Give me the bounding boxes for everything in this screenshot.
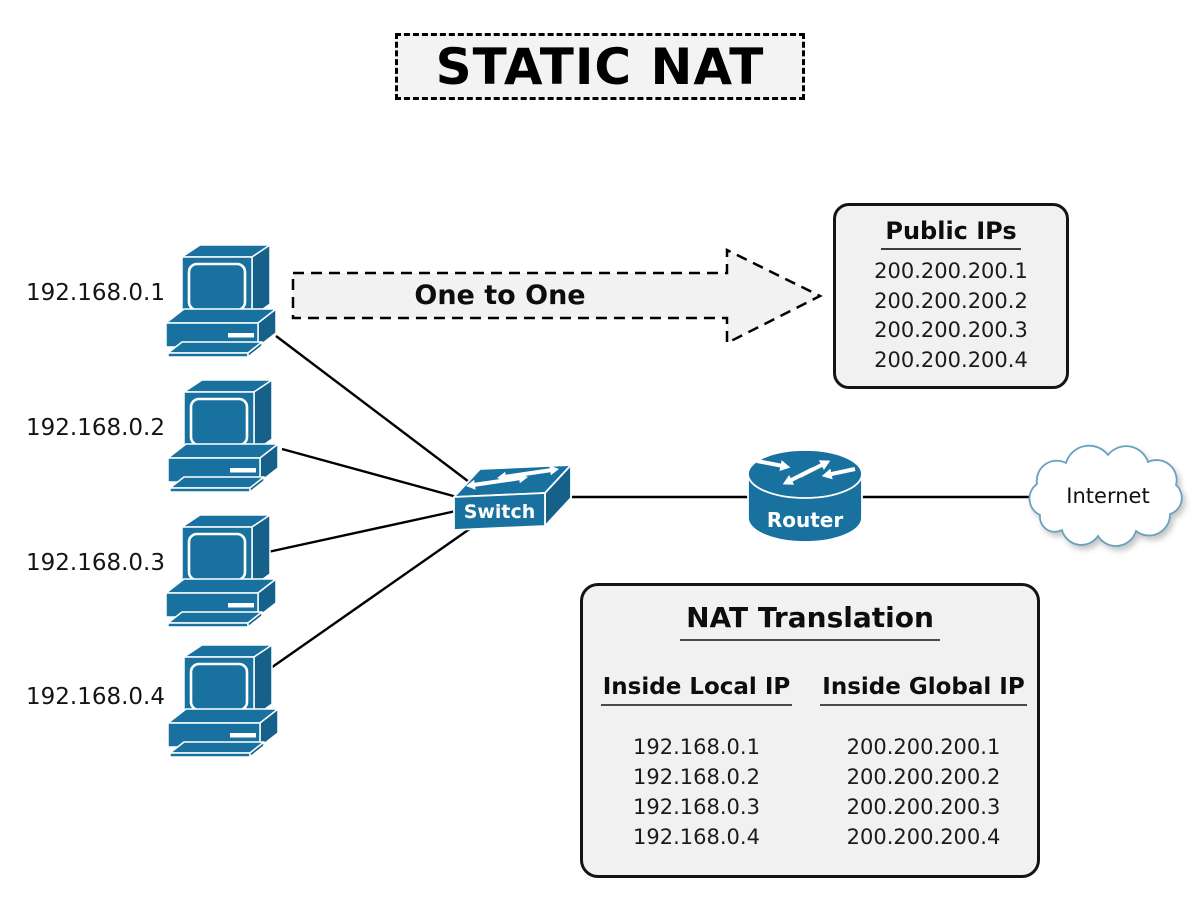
router-arrows-icon bbox=[756, 459, 856, 485]
switch-icon bbox=[453, 464, 572, 531]
connection-line bbox=[275, 335, 482, 492]
table-row: 192.168.0.3 200.200.200.3 bbox=[583, 792, 1037, 822]
table-row: 192.168.0.1 200.200.200.1 bbox=[583, 732, 1037, 762]
connection-line bbox=[267, 527, 472, 671]
nat-col-global: Inside Global IP bbox=[810, 674, 1037, 706]
global-ip-cell: 200.200.200.1 bbox=[846, 735, 1001, 759]
nat-translation-box: NAT Translation Inside Local IP Inside G… bbox=[580, 583, 1040, 878]
computer-icon bbox=[166, 378, 280, 494]
one-to-one-label: One to One bbox=[414, 280, 586, 311]
global-ip-cell: 200.200.200.3 bbox=[846, 795, 1001, 819]
pc-ip-label-2: 192.168.0.2 bbox=[26, 415, 165, 441]
computer-icon bbox=[164, 243, 278, 359]
pc-ip-label-3: 192.168.0.3 bbox=[26, 550, 165, 576]
global-ip-cell: 200.200.200.2 bbox=[846, 765, 1001, 789]
page-title: STATIC NAT bbox=[395, 33, 805, 100]
public-ips-title: Public IPs bbox=[881, 217, 1021, 250]
page-title-text: STATIC NAT bbox=[435, 37, 765, 96]
switch-arrows-icon bbox=[497, 465, 559, 482]
computer-icon bbox=[166, 643, 280, 759]
connection-line bbox=[281, 447, 458, 499]
global-ip-cell: 200.200.200.4 bbox=[846, 825, 1001, 849]
pc-ip-label-1: 192.168.0.1 bbox=[26, 280, 165, 306]
local-ip-cell: 192.168.0.2 bbox=[633, 765, 760, 789]
connection-line bbox=[267, 509, 457, 554]
computer-icon bbox=[164, 513, 278, 629]
public-ips-box: Public IPs 200.200.200.1 200.200.200.2 2… bbox=[833, 203, 1069, 389]
nat-table-rows: 192.168.0.1 200.200.200.1 192.168.0.2 20… bbox=[583, 732, 1037, 852]
local-ip-cell: 192.168.0.1 bbox=[633, 735, 760, 759]
switch-label: Switch bbox=[463, 501, 536, 523]
router-label: Router bbox=[766, 508, 844, 532]
public-ip: 200.200.200.2 bbox=[874, 288, 1028, 313]
nat-table-header: Inside Local IP Inside Global IP bbox=[583, 674, 1037, 706]
router-icon bbox=[747, 449, 863, 543]
local-ip-cell: 192.168.0.4 bbox=[633, 825, 760, 849]
public-ip: 200.200.200.3 bbox=[874, 318, 1028, 342]
pc-ip-label-4: 192.168.0.4 bbox=[26, 684, 165, 710]
public-ip: 200.200.200.1 bbox=[874, 259, 1028, 283]
nat-table-title: NAT Translation bbox=[680, 601, 940, 641]
internet-label: Internet bbox=[1066, 484, 1150, 508]
nat-col-local: Inside Local IP bbox=[583, 674, 810, 706]
table-row: 192.168.0.4 200.200.200.4 bbox=[583, 822, 1037, 852]
one-to-one-arrow bbox=[291, 247, 823, 346]
public-ip: 200.200.200.4 bbox=[874, 347, 1028, 372]
public-ips-list: 200.200.200.1 200.200.200.2 200.200.200.… bbox=[836, 257, 1066, 375]
local-ip-cell: 192.168.0.3 bbox=[633, 795, 760, 819]
table-row: 192.168.0.2 200.200.200.2 bbox=[583, 762, 1037, 792]
internet-cloud-icon bbox=[1028, 444, 1183, 547]
